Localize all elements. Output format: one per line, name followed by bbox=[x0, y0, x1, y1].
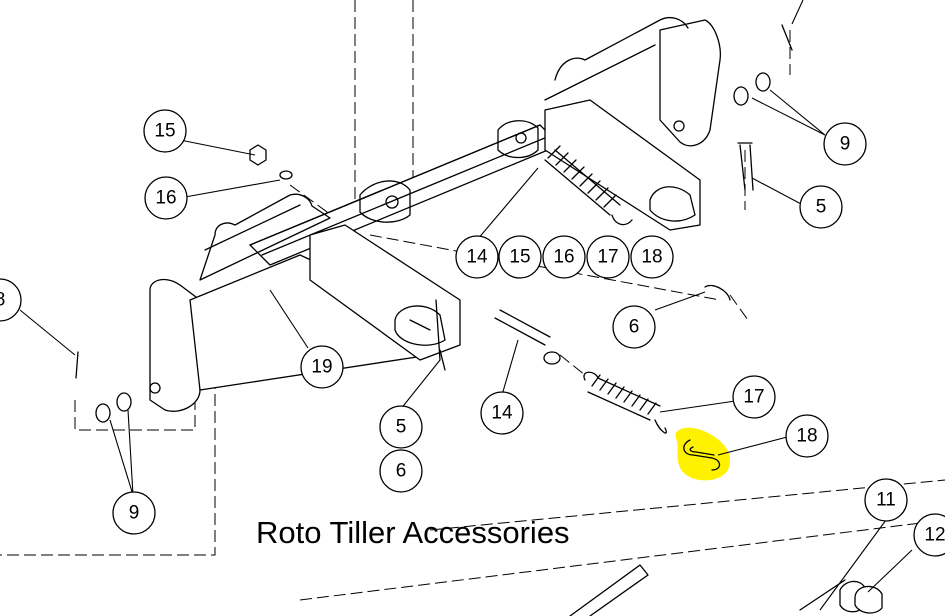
callout-circle bbox=[542, 235, 586, 279]
s-hook-18 bbox=[683, 439, 721, 471]
callout-16: 16 bbox=[542, 235, 586, 279]
left-side-plate bbox=[149, 193, 461, 412]
callout-5: 5 bbox=[379, 405, 423, 449]
callout-circle bbox=[144, 176, 188, 220]
callout-circle bbox=[913, 513, 945, 557]
callout-18: 18 bbox=[785, 414, 829, 458]
callout-label: 14 bbox=[491, 403, 513, 424]
callout-label: 17 bbox=[597, 247, 618, 268]
callout-11: 11 bbox=[864, 478, 908, 522]
callout-5: 5 bbox=[799, 185, 843, 229]
callout-circle bbox=[630, 235, 674, 279]
callout-label: 16 bbox=[553, 247, 574, 268]
callout-circle bbox=[612, 305, 656, 349]
callout-9: 9 bbox=[823, 122, 867, 166]
bushing-parts bbox=[569, 564, 883, 616]
callout-12: 12 bbox=[913, 513, 945, 557]
callout-label: 5 bbox=[396, 417, 407, 438]
callout-label: 18 bbox=[796, 426, 817, 447]
callout-label: 19 bbox=[311, 357, 332, 378]
callout-label: 17 bbox=[743, 387, 764, 408]
callout-label: 5 bbox=[816, 197, 827, 218]
callout-circle bbox=[0, 278, 22, 322]
callout-17: 17 bbox=[732, 375, 776, 419]
callout-14: 14 bbox=[455, 235, 499, 279]
callout-circle bbox=[785, 414, 829, 458]
callout-label: 8 bbox=[0, 290, 5, 311]
callout-15: 15 bbox=[143, 109, 187, 153]
callout-circle bbox=[498, 235, 542, 279]
upper-spring bbox=[544, 145, 633, 226]
callout-circle bbox=[732, 375, 776, 419]
leader-lines bbox=[19, 0, 913, 611]
hardware bbox=[75, 24, 793, 423]
callout-label: 6 bbox=[629, 317, 640, 338]
callout-circle bbox=[112, 491, 156, 535]
callout-circle bbox=[143, 109, 187, 153]
spring-17 bbox=[583, 371, 667, 434]
callout-18: 18 bbox=[630, 235, 674, 279]
callout-19: 19 bbox=[300, 345, 344, 389]
rod-14 bbox=[494, 309, 561, 365]
callout-8: 8 bbox=[0, 278, 22, 322]
callout-6: 6 bbox=[612, 305, 656, 349]
callout-circle bbox=[379, 449, 423, 493]
callout-label: 9 bbox=[840, 134, 851, 155]
right-side-plate bbox=[544, 17, 721, 231]
callout-label: 18 bbox=[641, 247, 662, 268]
callout-circle bbox=[455, 235, 499, 279]
callout-17: 17 bbox=[586, 235, 630, 279]
callout-circle bbox=[586, 235, 630, 279]
callout-label: 12 bbox=[924, 525, 945, 546]
callout-label: 15 bbox=[509, 247, 530, 268]
callout-label: 15 bbox=[154, 121, 175, 142]
callout-label: 14 bbox=[466, 247, 488, 268]
callout-label: 9 bbox=[129, 503, 140, 524]
callout-circle bbox=[379, 405, 423, 449]
callout-circle bbox=[300, 345, 344, 389]
callout-label: 11 bbox=[876, 490, 896, 511]
callout-circle bbox=[480, 391, 524, 435]
callout-15: 15 bbox=[498, 235, 542, 279]
callout-circle bbox=[799, 185, 843, 229]
callout-group: 15 16 8 19 9 5 6 14 14 15 16 17 18 6 5 9 17 18 11 12 bbox=[0, 109, 945, 557]
callout-label: 6 bbox=[396, 461, 407, 482]
callout-circle bbox=[823, 122, 867, 166]
callout-9: 9 bbox=[112, 491, 156, 535]
callout-circle bbox=[864, 478, 908, 522]
callout-16: 16 bbox=[144, 176, 188, 220]
callout-label: 16 bbox=[155, 188, 176, 209]
callout-6: 6 bbox=[379, 449, 423, 493]
callout-14: 14 bbox=[480, 391, 524, 435]
diagram-title: Roto Tiller Accessories bbox=[256, 515, 570, 550]
